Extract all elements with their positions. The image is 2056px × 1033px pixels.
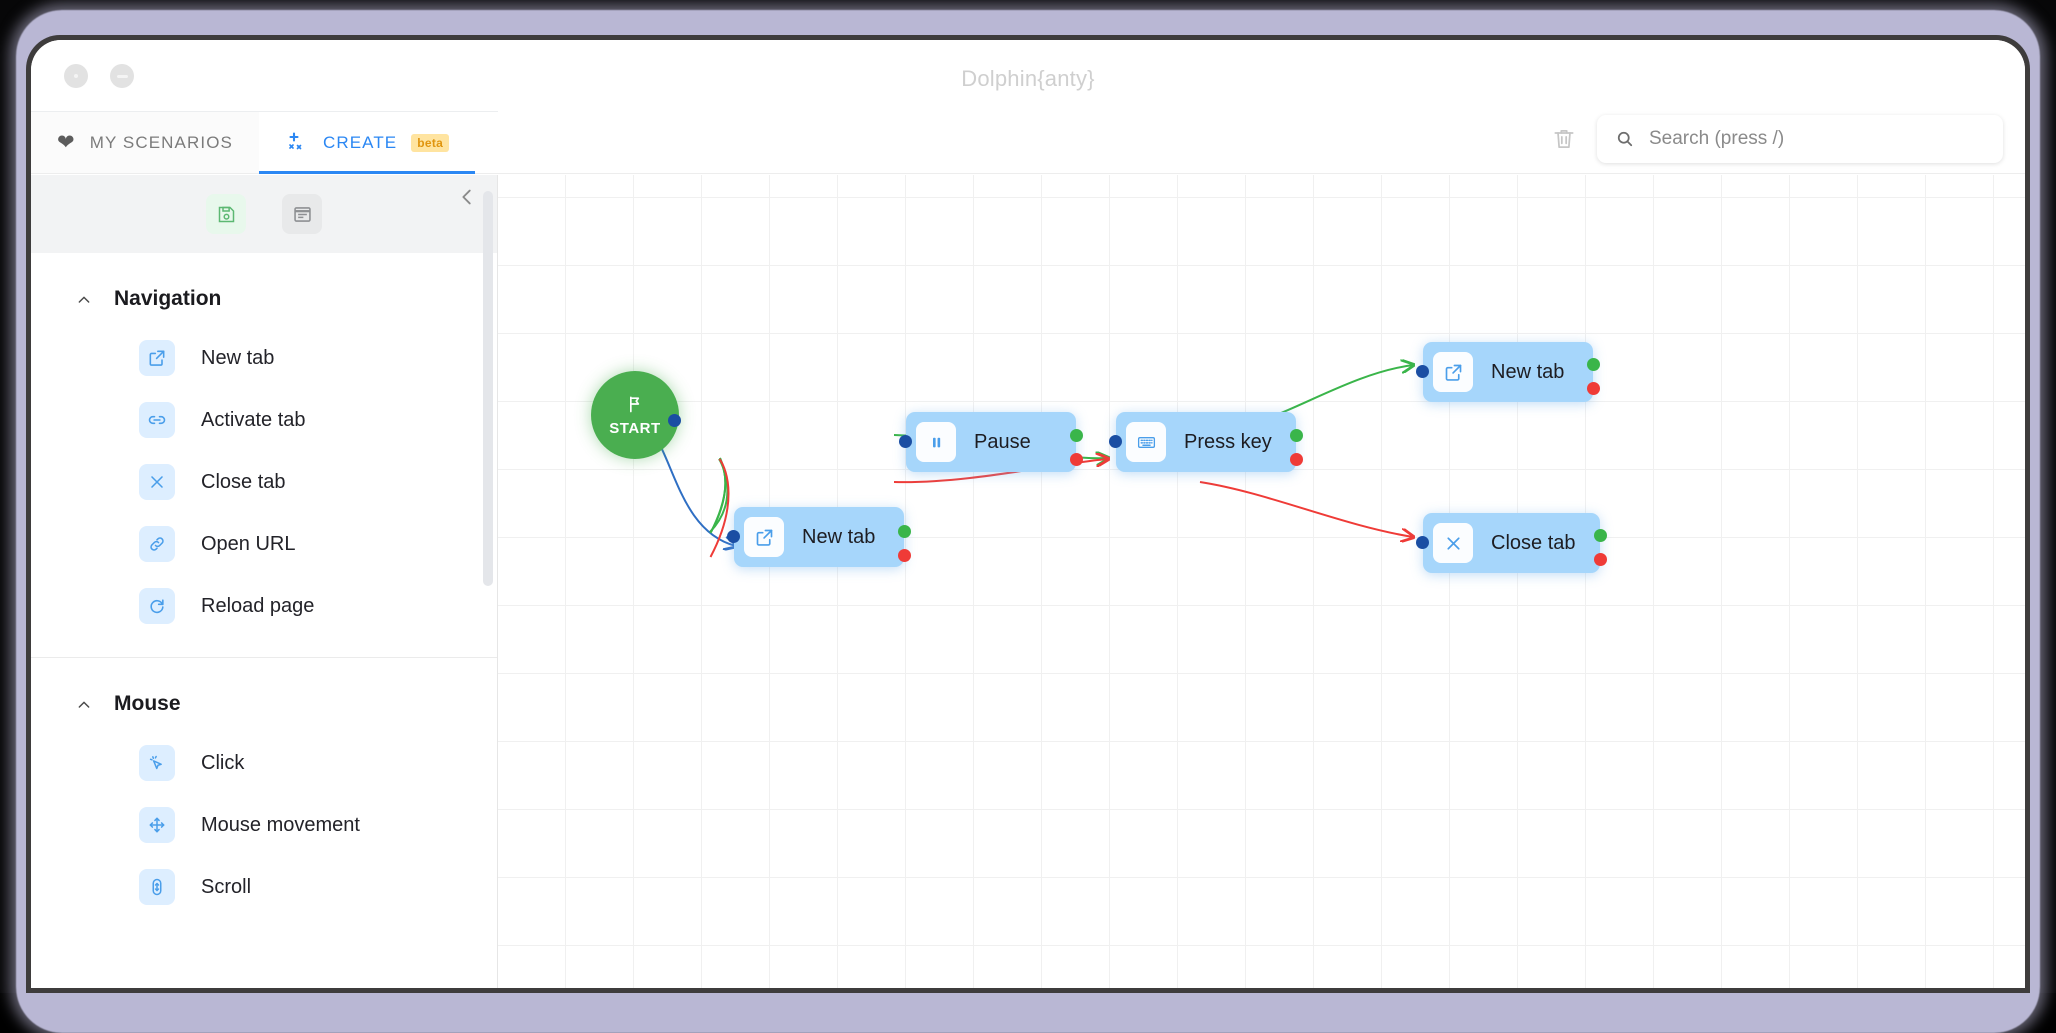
port-success[interactable]: [898, 525, 911, 538]
canvas-toolbar: [498, 105, 2025, 173]
heart-icon: ❤: [57, 132, 76, 153]
flow-edges: [498, 175, 2025, 988]
external-link-icon: [744, 517, 784, 557]
window-title: Dolphin{anty}: [31, 66, 2025, 92]
tab-create[interactable]: CREATE beta: [259, 112, 475, 173]
sidebar-item-close-tab[interactable]: Close tab: [31, 451, 497, 513]
group-title-mouse: Mouse: [114, 692, 181, 716]
link-dash-icon: [139, 402, 175, 438]
flow-node-label: New tab: [802, 526, 875, 549]
cursor-click-icon: [139, 745, 175, 781]
close-x-icon: [1433, 523, 1473, 563]
close-x-icon: [139, 464, 175, 500]
chevron-up-icon: [76, 292, 92, 311]
flow-node-new-tab-2[interactable]: New tab: [1423, 342, 1593, 402]
sparkle-icon: [285, 131, 309, 155]
chevron-left-icon: [456, 186, 478, 208]
group-title-navigation: Navigation: [114, 287, 221, 311]
app-body: Navigation New tab: [31, 175, 2025, 988]
sidebar-groups: Navigation New tab: [31, 253, 497, 918]
sidebar-item-click[interactable]: Click: [31, 732, 497, 794]
sidebar-item-label: Mouse movement: [201, 814, 360, 837]
sidebar-item-reload-page[interactable]: Reload page: [31, 575, 497, 637]
port-input[interactable]: [899, 435, 912, 448]
external-link-icon: [1433, 352, 1473, 392]
port-error[interactable]: [1594, 553, 1607, 566]
pause-icon: [916, 422, 956, 462]
sidebar-group-navigation: Navigation New tab: [31, 253, 497, 637]
keyboard-icon: [1126, 422, 1166, 462]
sidebar-item-activate-tab[interactable]: Activate tab: [31, 389, 497, 451]
flow-node-close-tab[interactable]: Close tab: [1423, 513, 1600, 573]
actions-sidebar: Navigation New tab: [31, 175, 498, 988]
sidebar-item-label: Activate tab: [201, 409, 306, 432]
port-success[interactable]: [1587, 358, 1600, 371]
move-arrows-icon: [139, 807, 175, 843]
sidebar-item-label: Reload page: [201, 595, 314, 618]
port-input[interactable]: [1416, 365, 1429, 378]
port-error[interactable]: [1587, 382, 1600, 395]
floppy-disk-icon: [216, 204, 237, 225]
sidebar-toolbar: [31, 175, 497, 253]
flow-node-label: Close tab: [1491, 532, 1576, 555]
sidebar-item-label: Click: [201, 752, 244, 775]
flow-node-label: Pause: [974, 431, 1031, 454]
chain-link-icon: [139, 526, 175, 562]
trash-icon[interactable]: [1551, 126, 1577, 152]
group-header-mouse[interactable]: Mouse: [31, 676, 497, 732]
port-success[interactable]: [1594, 529, 1607, 542]
chevron-up-icon: [76, 697, 92, 716]
port-input[interactable]: [727, 530, 740, 543]
port-error[interactable]: [1290, 453, 1303, 466]
note-icon: [292, 204, 313, 225]
sidebar-item-open-url[interactable]: Open URL: [31, 513, 497, 575]
flow-canvas[interactable]: START New tab: [498, 175, 2025, 988]
collapse-sidebar-button[interactable]: [453, 183, 481, 211]
sidebar-item-label: Close tab: [201, 471, 286, 494]
search-input[interactable]: [1649, 128, 1985, 150]
port-input[interactable]: [1109, 435, 1122, 448]
port-input[interactable]: [1416, 536, 1429, 549]
save-button[interactable]: [206, 194, 246, 234]
sidebar-scrollbar-thumb[interactable]: [483, 191, 493, 586]
flow-node-start-label: START: [609, 420, 660, 437]
flow-node-press-key[interactable]: Press key: [1116, 412, 1296, 472]
scroll-icon: [139, 869, 175, 905]
flow-node-new-tab-1[interactable]: New tab: [734, 507, 904, 567]
sidebar-scrollbar-track[interactable]: [485, 183, 495, 988]
port-output[interactable]: [668, 414, 681, 427]
port-error[interactable]: [1070, 453, 1083, 466]
sidebar-item-label: Open URL: [201, 533, 296, 556]
flow-node-start[interactable]: START: [591, 371, 679, 459]
flow-node-label: Press key: [1184, 431, 1272, 454]
flag-icon: [625, 394, 645, 418]
flow-node-label: New tab: [1491, 361, 1564, 384]
sidebar-scroll-area[interactable]: Navigation New tab: [31, 253, 497, 988]
port-success[interactable]: [1290, 429, 1303, 442]
beta-badge: beta: [411, 134, 449, 152]
search-box[interactable]: [1597, 115, 2003, 163]
port-success[interactable]: [1070, 429, 1083, 442]
port-error[interactable]: [898, 549, 911, 562]
sidebar-item-new-tab[interactable]: New tab: [31, 327, 497, 389]
tab-my-scenarios-label: MY SCENARIOS: [90, 133, 233, 153]
tab-create-label: CREATE: [323, 133, 397, 153]
desktop-background: Dolphin{anty} ❤ MY SCENARIOS CREATE beta: [0, 0, 2056, 993]
sidebar-item-mouse-movement[interactable]: Mouse movement: [31, 794, 497, 856]
external-link-icon: [139, 340, 175, 376]
sidebar-group-mouse: Mouse Click: [31, 657, 497, 918]
titlebar: Dolphin{anty}: [31, 40, 2025, 112]
sidebar-item-label: Scroll: [201, 876, 251, 899]
notes-button[interactable]: [282, 194, 322, 234]
flow-canvas-area: START New tab: [498, 175, 2025, 988]
search-icon: [1615, 129, 1635, 149]
reload-icon: [139, 588, 175, 624]
tab-my-scenarios[interactable]: ❤ MY SCENARIOS: [31, 112, 259, 173]
sidebar-item-label: New tab: [201, 347, 274, 370]
sidebar-item-scroll[interactable]: Scroll: [31, 856, 497, 918]
app-window: Dolphin{anty} ❤ MY SCENARIOS CREATE beta: [31, 40, 2025, 988]
flow-node-pause[interactable]: Pause: [906, 412, 1076, 472]
group-header-navigation[interactable]: Navigation: [31, 271, 497, 327]
